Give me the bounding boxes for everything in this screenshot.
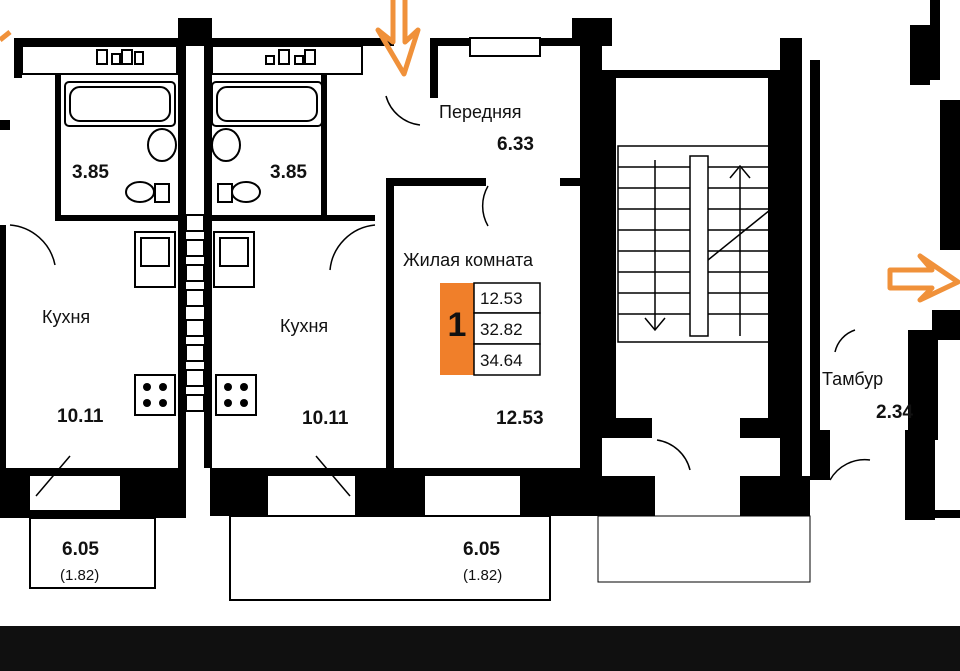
arrow-down-icon [375,0,421,77]
balcony-left [29,517,156,589]
footer-bar [0,626,960,671]
window-glyphs [96,49,316,65]
bath-left-area: 3.85 [72,162,109,183]
badge-total-area: 32.82 [480,320,523,339]
balcony-left-area: 6.05 [62,539,99,560]
balconies [29,515,811,601]
bathtub-right [211,81,323,127]
balcony-left-reduced: (1.82) [60,567,99,584]
hall-area: 6.33 [497,134,534,155]
balcony-right-area: 6.05 [463,539,500,560]
walls [0,0,960,520]
badge-rooms-cell [440,283,474,375]
badge-total-with-balcony: 34.64 [480,351,523,370]
bath-sinks [147,128,241,162]
staircase [617,145,771,343]
bathtub-left [64,81,176,127]
vestibule-name: Тамбур [822,369,883,389]
kitchen-sinks [134,231,255,288]
kitchen-left-area: 10.11 [57,406,104,427]
doors [9,95,871,497]
arrow-right-icon [887,253,960,303]
badge-rooms-count: 1 [448,306,467,344]
toilets [125,181,261,203]
bath-right-area: 3.85 [270,162,307,183]
kitchen-left-name: Кухня [42,307,90,327]
hall-name: Передняя [439,102,522,122]
balcony-right-reduced: (1.82) [463,567,502,584]
kitchen-right-area: 10.11 [302,408,349,429]
living-room-area: 12.53 [496,408,544,429]
entrance-arrows [0,0,960,303]
vent-shafts [185,214,205,412]
apartment-badge: 1 12.53 32.82 34.64 [440,282,541,376]
vestibule-area: 2.34 [876,402,913,423]
stoves [134,374,257,416]
arrow-partial-icon [0,30,12,42]
balcony-right [229,515,551,601]
bathtubs [64,81,323,127]
kitchen-right-name: Кухня [280,316,328,336]
badge-living-area: 12.53 [480,289,523,308]
living-room-name: Жилая комната [403,250,534,270]
